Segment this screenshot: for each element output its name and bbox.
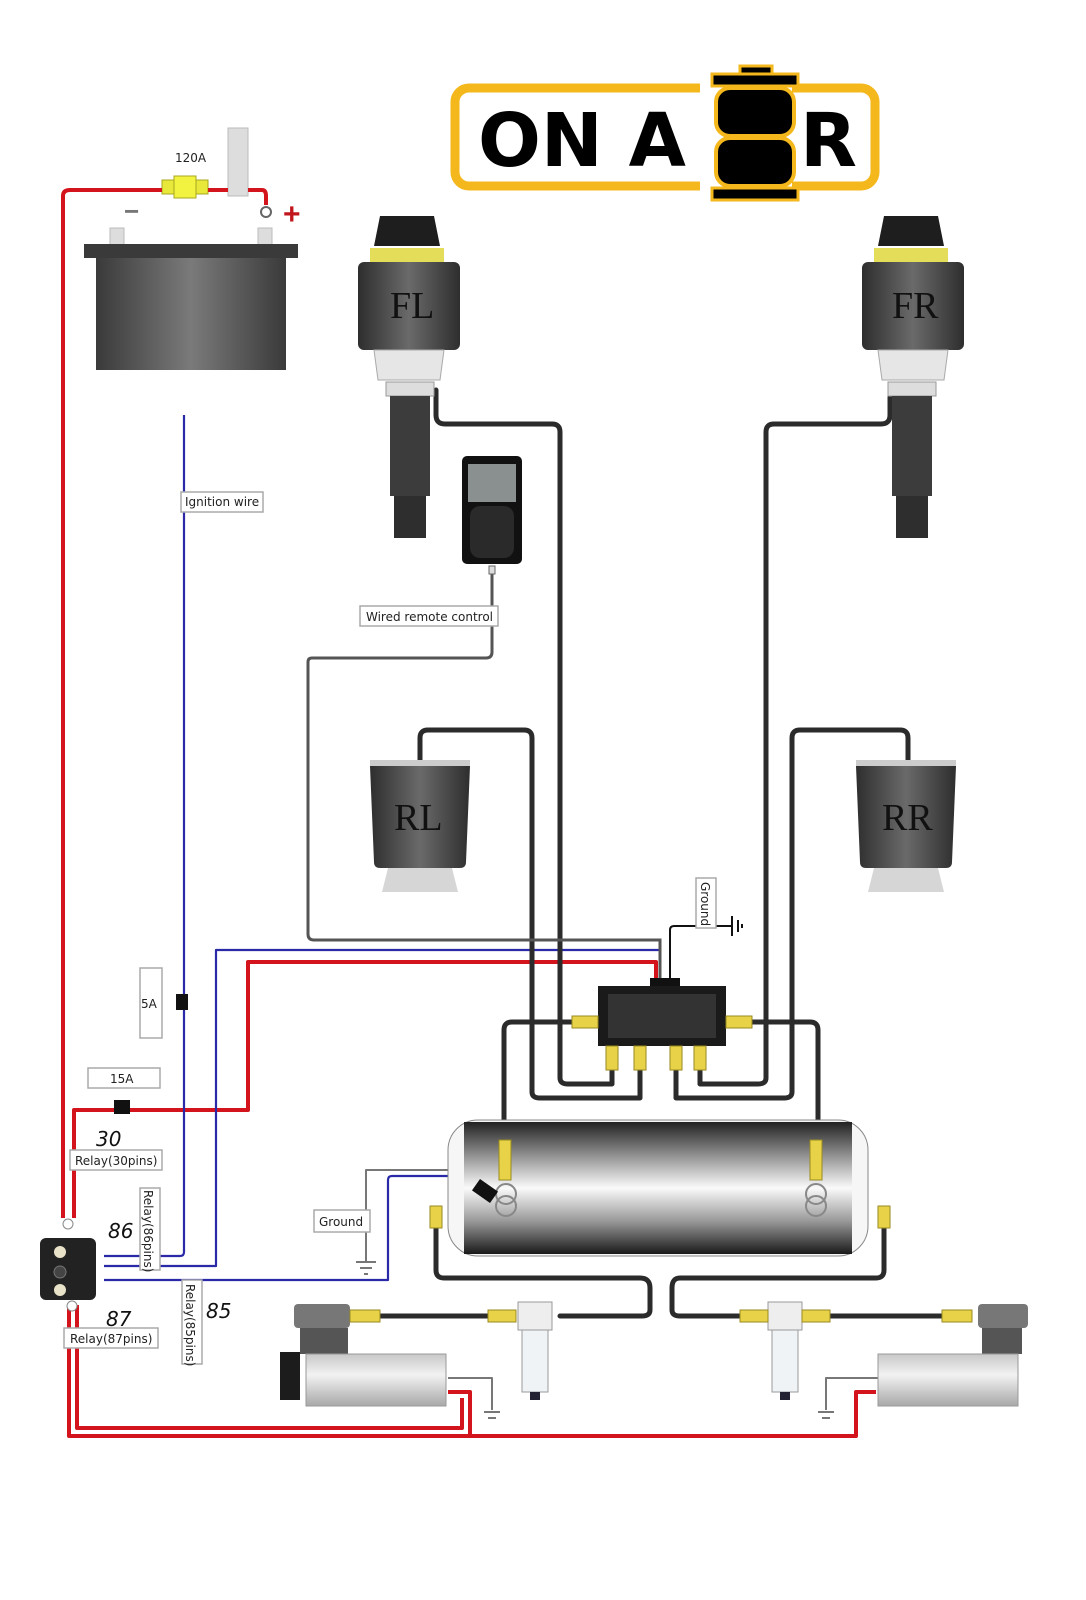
battery-clamp xyxy=(227,127,249,197)
ground-symbol-manifold xyxy=(731,916,743,936)
svg-text:15A: 15A xyxy=(110,1072,134,1086)
strut-label-fr: FR xyxy=(892,285,939,327)
label-ground-tank: Ground xyxy=(313,1209,371,1233)
battery-negative: − xyxy=(124,196,139,226)
battery: − + 120A xyxy=(84,127,301,370)
positive-terminal-ring xyxy=(260,206,272,218)
logo-text-left: ON A xyxy=(478,98,686,184)
main-fuse-label: 120A xyxy=(175,151,207,165)
relay-30-to-manifold-wire xyxy=(72,960,658,1218)
relay-body xyxy=(40,1238,96,1300)
svg-text:Ground: Ground xyxy=(319,1215,363,1229)
svg-text:Relay(30pins): Relay(30pins) xyxy=(75,1154,157,1168)
air-line-left-compressor xyxy=(433,1213,653,1319)
label-relay-86: Relay(86pins) xyxy=(139,1187,161,1272)
svg-text:Ground: Ground xyxy=(698,882,712,926)
svg-text:5A: 5A xyxy=(141,997,158,1011)
strut-bag-fr xyxy=(862,262,964,350)
remote-keypad[interactable] xyxy=(470,506,514,558)
label-wired-remote: Wired remote control xyxy=(359,605,499,627)
label-fuse-15a: 15A xyxy=(87,1067,161,1089)
relay-87-to-right-compressor xyxy=(470,1390,876,1438)
wired-remote-controller[interactable] xyxy=(462,456,522,575)
logo-bag-upper xyxy=(714,86,796,138)
strut-bag-fl xyxy=(358,262,460,350)
pin-number-85: 85 xyxy=(206,1299,231,1323)
right-filter xyxy=(739,1301,831,1400)
air-line-rr xyxy=(673,727,911,1101)
air-tank xyxy=(429,1119,891,1257)
air-line-rl xyxy=(417,727,643,1101)
logo-bag-lower xyxy=(714,136,796,188)
tank-body xyxy=(464,1122,852,1254)
left-filter xyxy=(517,1301,553,1400)
fuse-holder-5a xyxy=(176,994,188,1010)
svg-text:Wired remote control: Wired remote control xyxy=(366,610,493,624)
pin-number-30: 30 xyxy=(96,1127,121,1151)
svg-text:Relay(85pins): Relay(85pins) xyxy=(183,1284,197,1366)
pressure-switch xyxy=(471,1178,499,1204)
label-relay-85: Relay(85pins) xyxy=(181,1279,203,1366)
left-compressor-motor xyxy=(305,1353,447,1407)
air-line-tank-to-manifold-right xyxy=(743,1019,821,1143)
remote-control-cable xyxy=(306,656,662,980)
strut-label-fl: FL xyxy=(390,285,434,327)
ignition-wire xyxy=(104,415,186,1258)
svg-text:Ignition wire: Ignition wire xyxy=(185,495,259,509)
pin-number-87: 87 xyxy=(106,1307,132,1331)
air-lines xyxy=(306,387,963,1319)
battery-positive-cable xyxy=(61,188,162,1218)
front-right-strut: FR xyxy=(862,216,964,538)
svg-text:Relay(87pins): Relay(87pins) xyxy=(70,1332,152,1346)
air-bag-rl xyxy=(370,766,470,868)
svg-text:Relay(86pins): Relay(86pins) xyxy=(141,1190,155,1272)
air-bag-rr xyxy=(856,766,956,868)
air-line-fl xyxy=(433,387,615,1087)
front-left-strut: FL xyxy=(358,216,460,538)
relay-85-to-pressure-switch xyxy=(104,1174,489,1282)
pin-number-86: 86 xyxy=(108,1219,133,1243)
battery-positive: + xyxy=(283,198,301,231)
ground-symbol-tank xyxy=(356,1261,376,1275)
right-compressor xyxy=(877,1304,1028,1407)
valve-manifold xyxy=(571,978,753,1071)
bag-label-rl: RL xyxy=(394,797,443,839)
label-fuse-5a: 5A xyxy=(139,967,163,1039)
logo-text-right: R xyxy=(800,98,857,184)
air-line-right-compressor xyxy=(669,1213,887,1319)
air-line-fr xyxy=(697,387,893,1087)
relay xyxy=(40,1218,96,1312)
rear-right-bag: RR xyxy=(856,760,956,892)
left-compressor xyxy=(280,1304,517,1407)
rear-left-bag: RL xyxy=(370,760,470,892)
remote-screen xyxy=(468,464,516,502)
battery-body xyxy=(96,258,286,370)
label-relay-87: Relay(87pins) xyxy=(63,1327,159,1349)
bag-label-rr: RR xyxy=(882,797,933,839)
logo-frame xyxy=(450,83,880,191)
brand-logo: ON A R xyxy=(450,64,880,202)
ground-wires xyxy=(356,916,878,1419)
label-relay-30: Relay(30pins) xyxy=(69,1149,163,1171)
power-wires xyxy=(61,188,876,1438)
right-compressor-motor xyxy=(877,1353,1019,1407)
air-line-tank-to-manifold-left xyxy=(501,1019,575,1143)
fuse-holder-15a xyxy=(114,1100,130,1114)
label-ground-manifold: Ground xyxy=(695,877,717,929)
label-ignition-wire: Ignition wire xyxy=(180,491,264,513)
